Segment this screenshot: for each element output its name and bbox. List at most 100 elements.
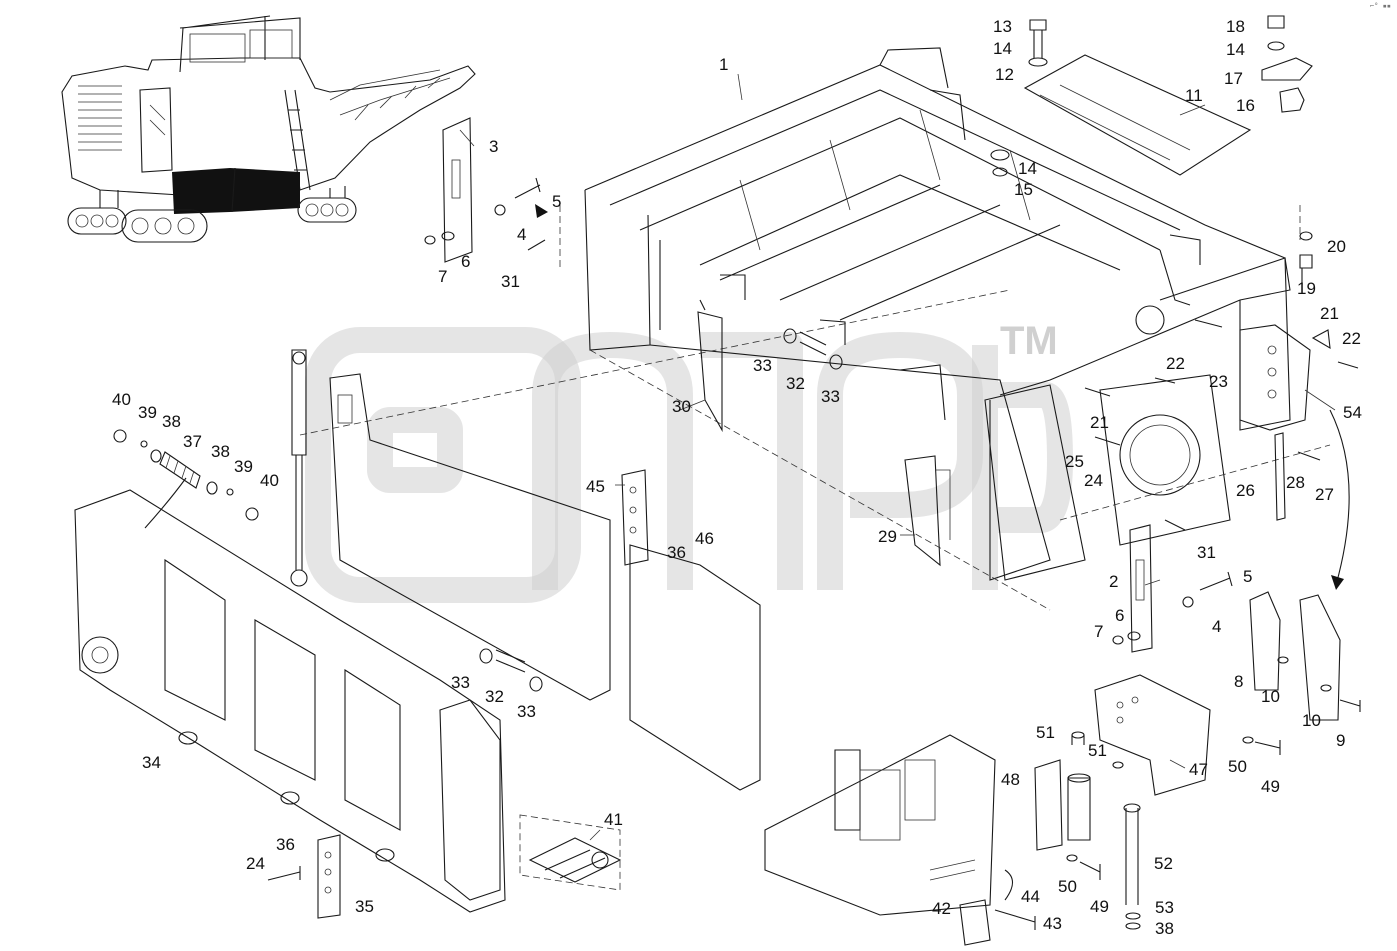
- callout-10: 10: [1302, 711, 1321, 730]
- callout-40: 40: [112, 390, 131, 409]
- pin-32-upper: [783, 328, 843, 370]
- assembly-arrow-54: [1329, 409, 1350, 586]
- bracket-9-10: [1277, 594, 1361, 721]
- middle-frame: [329, 373, 761, 791]
- callout-51: 51: [1088, 741, 1107, 760]
- callout-5: 5: [552, 192, 561, 211]
- callout-8: 8: [1234, 672, 1243, 691]
- callout-47: 47: [1189, 760, 1208, 779]
- side-plate-3: [442, 117, 473, 263]
- washer-14-top: [1028, 57, 1048, 67]
- callout-16: 16: [1236, 96, 1255, 115]
- callout-44: 44: [1021, 887, 1040, 906]
- callout-42: 42: [932, 899, 951, 918]
- callout-37: 37: [183, 432, 202, 451]
- callout-35: 35: [355, 897, 374, 916]
- callout-4: 4: [517, 225, 526, 244]
- washer-14-15: [990, 149, 1010, 177]
- callout-26: 26: [1236, 481, 1255, 500]
- link-42: [959, 869, 1036, 946]
- callout-48: 48: [1001, 770, 1020, 789]
- callout-41: 41: [604, 810, 623, 829]
- callout-22: 22: [1166, 354, 1185, 373]
- callout-7: 7: [1094, 622, 1103, 641]
- callout-23: 23: [1209, 372, 1228, 391]
- plate-35: [267, 834, 341, 919]
- side-plate-2: [1129, 524, 1153, 653]
- bolt-19-washer-20: [1299, 231, 1313, 285]
- callout-17: 17: [1224, 69, 1243, 88]
- callout-33: 33: [517, 702, 536, 721]
- box-41: [519, 814, 622, 891]
- lower-housing: [764, 734, 996, 916]
- gas-strut: [290, 349, 308, 587]
- callout-28: 28: [1286, 473, 1305, 492]
- callout-29: 29: [878, 527, 897, 546]
- callout-21: 21: [1090, 413, 1109, 432]
- hinge-plate-47: [1094, 674, 1211, 796]
- leader-lines: [459, 73, 1336, 841]
- callout-10: 10: [1261, 687, 1280, 706]
- pin-32-lower: [479, 648, 543, 692]
- callout-50: 50: [1058, 877, 1077, 896]
- callout-49: 49: [1090, 897, 1109, 916]
- callout-31: 31: [1197, 543, 1216, 562]
- callout-13: 13: [993, 17, 1012, 36]
- clamp-17: [1261, 57, 1313, 81]
- callout-3: 3: [489, 137, 498, 156]
- mount-plate-54: [1239, 324, 1311, 431]
- bushing-51: [1071, 731, 1124, 769]
- callout-49: 49: [1261, 777, 1280, 796]
- bolt-13: [1029, 19, 1047, 58]
- step-plate-11: [1023, 54, 1252, 176]
- callout-7: 7: [438, 267, 447, 286]
- callout-14: 14: [993, 39, 1012, 58]
- callout-6: 6: [461, 252, 470, 271]
- callout-34: 34: [142, 753, 161, 772]
- watermark-tm: TM: [1000, 319, 1058, 363]
- callout-24: 24: [246, 854, 265, 873]
- watermark-logo: TM: [305, 319, 1073, 603]
- strip-26: [1274, 432, 1286, 521]
- callout-39: 39: [234, 457, 253, 476]
- callout-11: 11: [1185, 86, 1203, 105]
- callout-38: 38: [211, 442, 230, 461]
- pin-assembly-37: [113, 429, 259, 529]
- block-16: [1279, 87, 1305, 113]
- callout-27: 27: [1315, 485, 1334, 504]
- callout-19: 19: [1297, 279, 1316, 298]
- callout-40: 40: [260, 471, 279, 490]
- callout-33: 33: [451, 673, 470, 692]
- bracket-8: [1249, 591, 1281, 691]
- callout-50: 50: [1228, 757, 1247, 776]
- callout-36: 36: [276, 835, 295, 854]
- callout-51: 51: [1036, 723, 1055, 742]
- callout-9: 9: [1336, 731, 1345, 750]
- wear-plate-30: [697, 311, 723, 433]
- callout-20: 20: [1327, 237, 1346, 256]
- callout-14: 14: [1018, 159, 1037, 178]
- callout-14: 14: [1226, 40, 1245, 59]
- callout-45: 45: [586, 477, 605, 496]
- callout-21: 21: [1320, 304, 1339, 323]
- callout-39: 39: [138, 403, 157, 422]
- assembly-arrowhead-54: [1331, 575, 1344, 590]
- callout-53: 53: [1155, 898, 1174, 917]
- callout-38: 38: [162, 412, 181, 431]
- callout-52: 52: [1154, 854, 1173, 873]
- machine-overview-thumbnail: [61, 15, 476, 243]
- callout-labels: 1 2 3 4 4 5 5 6 6 7 7 8 9 10 10 11 12 13…: [112, 17, 1362, 938]
- callout-43: 43: [1043, 914, 1062, 933]
- callout-33: 33: [821, 387, 840, 406]
- callout-36: 36: [667, 543, 686, 562]
- corner-mark: ⌐° ▪▪: [1369, 2, 1391, 10]
- plate-45: [621, 469, 649, 566]
- callout-18: 18: [1226, 17, 1245, 36]
- callout-25: 25: [1065, 452, 1084, 471]
- fastener-set-upper-left: [424, 177, 548, 251]
- callout-54: 54: [1343, 403, 1362, 422]
- wear-plate-29: [904, 455, 951, 567]
- callout-32: 32: [786, 374, 805, 393]
- callout-4: 4: [1212, 617, 1221, 636]
